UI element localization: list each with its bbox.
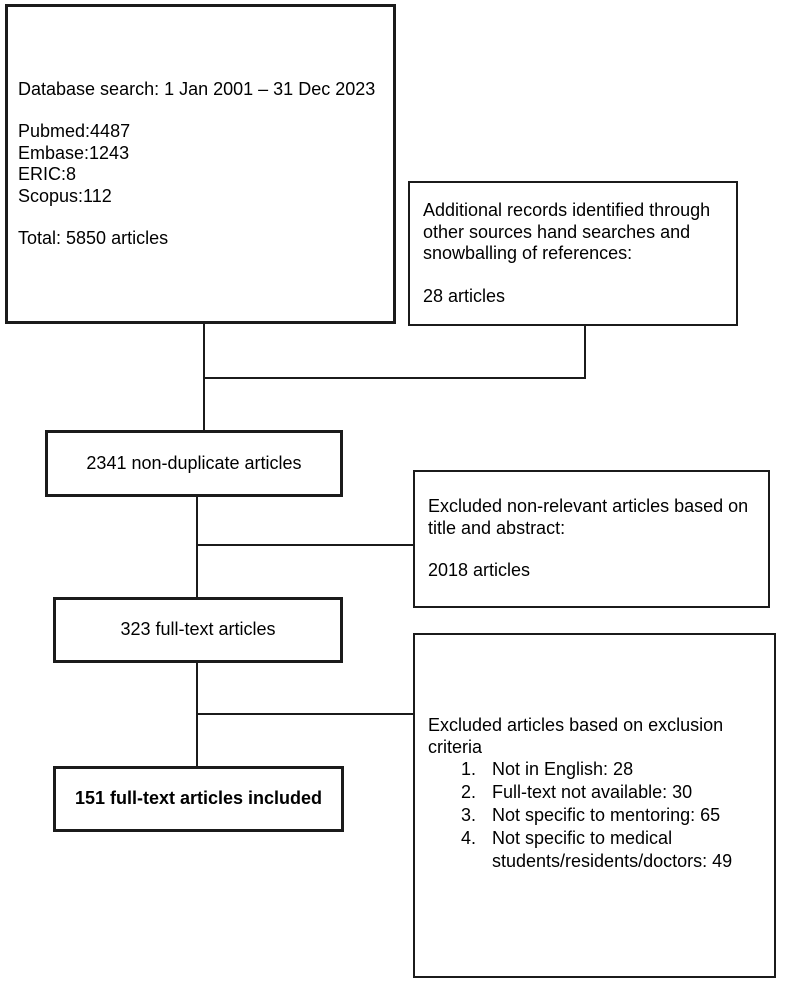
exclusion-criteria-list: 1. Not in English: 28 2. Full-text not a… (428, 758, 762, 873)
database-search-box: Database search: 1 Jan 2001 – 31 Dec 202… (5, 4, 396, 324)
list-item: 4. Not specific to medical students/resi… (428, 827, 762, 873)
connector-database-to-nonduplicate (203, 322, 205, 430)
additional-records-box: Additional records identified through ot… (408, 181, 738, 326)
list-item-number: 2. (461, 782, 477, 802)
excluded-criteria-box: Excluded articles based on exclusion cri… (413, 633, 776, 978)
excluded-title-abstract-text: Excluded non-relevant articles based on … (428, 496, 749, 538)
full-text-articles-box: 323 full-text articles (53, 597, 343, 663)
database-search-title: Database search: 1 Jan 2001 – 31 Dec 202… (18, 78, 376, 99)
non-duplicate-articles-box: 2341 non-duplicate articles (45, 430, 343, 497)
database-source-counts: Pubmed:4487 Embase:1243 ERIC:8 Scopus:11… (18, 121, 131, 206)
list-item-text: Not specific to mentoring: 65 (492, 805, 721, 825)
database-total-count: Total: 5850 articles (18, 228, 169, 248)
list-item: 2. Full-text not available: 30 (428, 781, 762, 804)
additional-records-text: Additional records identified through ot… (423, 200, 711, 263)
excluded-title-abstract-box: Excluded non-relevant articles based on … (413, 470, 770, 608)
non-duplicate-articles-label: 2341 non-duplicate articles (86, 452, 302, 473)
list-item: 1. Not in English: 28 (428, 758, 762, 781)
connector-additional-stub (584, 325, 586, 379)
connector-branch-excluded-criteria (196, 713, 414, 715)
list-item-number: 3. (461, 805, 477, 825)
excluded-criteria-heading: Excluded articles based on exclusion cri… (428, 715, 724, 757)
list-item: 3. Not specific to mentoring: 65 (428, 804, 762, 827)
list-item-text: Not in English: 28 (492, 759, 634, 779)
additional-records-count: 28 articles (423, 285, 506, 306)
connector-merge-horizontal (203, 377, 586, 379)
list-item-text: Not specific to medical students/residen… (492, 828, 733, 871)
list-item-number: 1. (461, 759, 477, 779)
excluded-title-abstract-count: 2018 articles (428, 560, 531, 581)
list-item-number: 4. (461, 828, 477, 848)
included-articles-label: 151 full-text articles included (74, 788, 323, 809)
connector-nonduplicate-to-fulltext (196, 497, 198, 597)
included-articles-box: 151 full-text articles included (53, 766, 344, 832)
list-item-text: Full-text not available: 30 (492, 782, 693, 802)
full-text-articles-label: 323 full-text articles (120, 619, 276, 640)
connector-branch-excluded-title-abstract (196, 544, 414, 546)
